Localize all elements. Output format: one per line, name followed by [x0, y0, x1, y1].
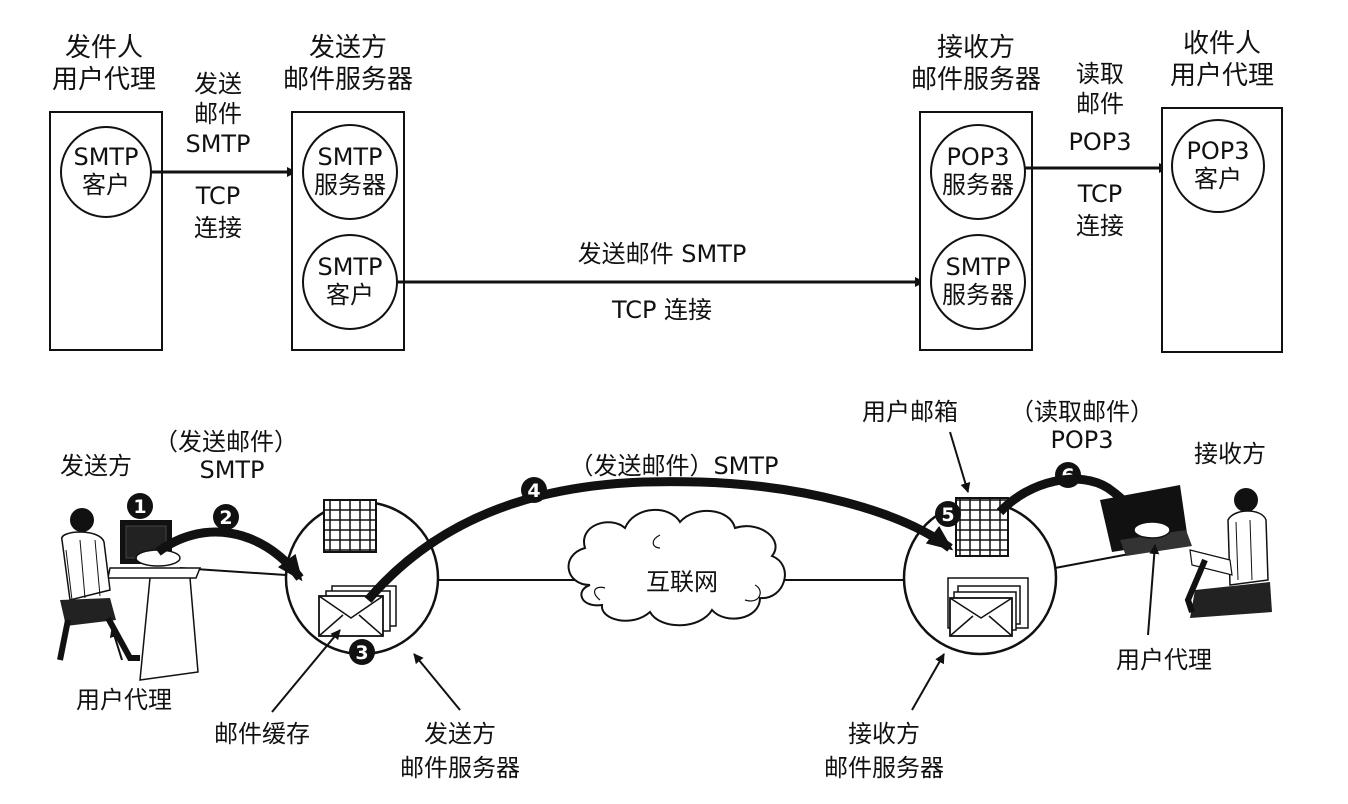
pointer-user-agent-left: [109, 627, 123, 661]
internet-cloud-icon: [567, 508, 786, 627]
smtp-label-bottom: SMTP: [199, 456, 264, 484]
pop3-client-label-2: 客户: [1194, 165, 1242, 193]
tcp-label-3: TCP: [1077, 180, 1122, 208]
receiver-label: 接收方: [1194, 440, 1266, 468]
user-agent-right-label: 用户代理: [1116, 646, 1212, 674]
sender-server-title-2: 邮件服务器: [283, 65, 413, 95]
relay-label-bottom: （发送邮件）SMTP: [569, 452, 778, 480]
svg-text:1: 1: [133, 496, 146, 518]
pointer-receiver-server: [911, 653, 945, 711]
smtp-client-label-1: SMTP: [73, 143, 138, 171]
send-label-2: 邮件: [194, 100, 242, 128]
pointer-mailbox: [949, 431, 971, 493]
svg-text:2: 2: [219, 507, 232, 529]
receiver-server-title-1: 接收方: [937, 33, 1015, 63]
smtp-server-label-2: 服务器: [314, 171, 386, 199]
mailbox-grid-icon: [323, 499, 377, 553]
step-1: 1: [127, 493, 153, 519]
receiver-user-agent-box: POP3 客户: [1161, 107, 1283, 353]
tcp-label-4: 连接: [1076, 212, 1124, 240]
receiver-server-label-1: 接收方: [848, 720, 920, 748]
step-2: 2: [213, 504, 239, 530]
receiver-ua-title-1: 收件人: [1183, 29, 1261, 59]
send-mail-paren-label: （发送邮件）: [154, 428, 298, 456]
sender-server-label-2: 邮件服务器: [400, 754, 520, 782]
sender-label: 发送方: [60, 452, 132, 480]
mail-queue-icon-right: [947, 577, 1029, 637]
sender-ua-title-2: 用户代理: [52, 65, 156, 95]
smtp-server-label-3: SMTP: [945, 253, 1010, 281]
pop3-server-label-1: POP3: [946, 143, 1009, 171]
smtp-server-label-4: 服务器: [942, 281, 1014, 309]
receiver-server-title-2: 邮件服务器: [911, 65, 1041, 95]
tcp-label-2: 连接: [194, 214, 242, 242]
pointer-mail-cache: [271, 629, 341, 713]
step-4: 4: [521, 477, 547, 503]
sender-user-agent-box: SMTP 客户: [49, 111, 163, 351]
relay-label: 发送邮件 SMTP: [578, 240, 747, 268]
receiver-mail-server-circle: [902, 497, 1058, 656]
tcp-label-1: TCP: [195, 182, 240, 210]
receiver-server-label-2: 邮件服务器: [824, 754, 944, 782]
flow-arrow-6: [996, 474, 1144, 524]
smtp-server-label-1: SMTP: [317, 143, 382, 171]
svg-text:4: 4: [527, 480, 540, 502]
pop3-server-label-2: 服务器: [942, 171, 1014, 199]
user-agent-left-label: 用户代理: [76, 686, 172, 714]
sender-mail-server-box: SMTP 服务器 SMTP 客户: [291, 111, 405, 351]
mail-cache-label: 邮件缓存: [214, 720, 310, 748]
receiver-ua-title-2: 用户代理: [1170, 61, 1274, 91]
user-mailbox-label: 用户邮箱: [862, 398, 958, 426]
mail-queue-icon: [318, 585, 397, 637]
flow-arrow-4: [364, 477, 954, 603]
flow-arrow-2: [155, 527, 304, 582]
smtp-client-label-4: 客户: [326, 281, 374, 309]
send-label-3: SMTP: [185, 130, 250, 158]
pop3-label-bottom: POP3: [1050, 426, 1113, 454]
step-5: 5: [935, 501, 961, 527]
pop3-client-label-1: POP3: [1186, 137, 1249, 165]
sender-ua-title-1: 发件人: [65, 33, 143, 63]
sender-server-label-1: 发送方: [424, 720, 496, 748]
internet-label: 互联网: [646, 568, 718, 596]
read-label-1: 读取: [1076, 60, 1124, 88]
svg-text:5: 5: [941, 504, 954, 526]
pointer-sender-server: [413, 653, 461, 711]
send-label-1: 发送: [194, 70, 242, 98]
step-3: 3: [349, 639, 375, 665]
svg-text:3: 3: [355, 642, 368, 664]
smtp-client-label-3: SMTP: [317, 253, 382, 281]
sender-mail-server-circle: [284, 499, 440, 656]
read-mail-paren-label: （读取邮件）: [1010, 398, 1154, 426]
read-label-3: POP3: [1068, 128, 1131, 156]
relay-tcp-label: TCP 连接: [611, 296, 712, 324]
smtp-client-label-2: 客户: [82, 171, 130, 199]
sender-server-title-1: 发送方: [309, 33, 387, 63]
read-label-2: 邮件: [1076, 90, 1124, 118]
sender-user-icon: [57, 508, 202, 681]
receiver-mail-server-box: POP3 服务器 SMTP 服务器: [919, 111, 1033, 351]
pointer-user-agent-right: [1147, 544, 1160, 636]
